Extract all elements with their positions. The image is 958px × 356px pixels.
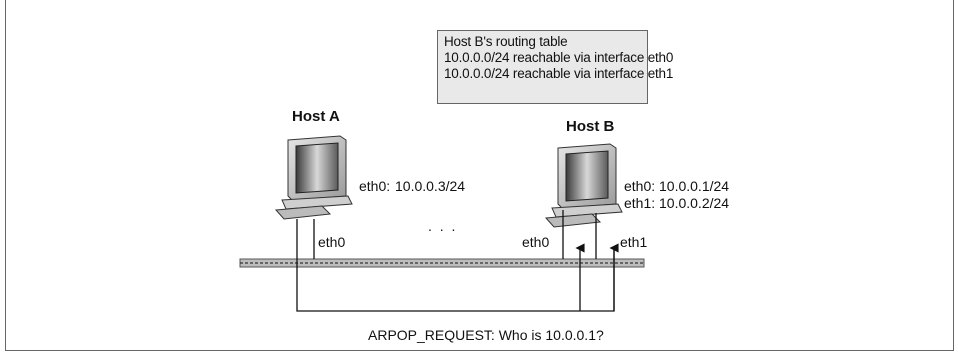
host-b-computer-icon <box>544 143 623 228</box>
host-b-eth0-link-label: eth0 <box>522 234 549 250</box>
host-a-eth0-link-label: eth0 <box>318 234 345 250</box>
arp-request-message: ARPOP_REQUEST: Who is 10.0.0.1? <box>368 327 604 343</box>
routing-table-box: Host B's routing table 10.0.0.0/24 reach… <box>437 30 674 104</box>
ellipsis: . . . <box>428 218 457 234</box>
routing-table-entry: 10.0.0.0/24 reachable via interface eth0 <box>444 50 674 65</box>
host-b-eth1-link-label: eth1 <box>620 234 647 250</box>
host-b-eth0-label: eth0: <box>624 178 655 194</box>
ethernet-segment <box>239 258 645 268</box>
routing-table-title: Host B's routing table <box>444 34 568 49</box>
host-b-eth0-addr: 10.0.0.1/24 <box>659 178 729 194</box>
host-b-eth1-label: eth1: <box>624 195 655 211</box>
diagram-frame <box>5 0 954 351</box>
host-a-label: Host A <box>292 108 340 125</box>
host-a-iface-label: eth0: <box>359 178 390 194</box>
host-a-computer-icon <box>274 135 353 220</box>
routing-table-entry: 10.0.0.0/24 reachable via interface eth1 <box>444 66 674 81</box>
host-b-label: Host B <box>566 118 615 135</box>
host-a-iface-addr: 10.0.0.3/24 <box>395 178 465 194</box>
host-b-eth1-addr: 10.0.0.2/24 <box>659 195 729 211</box>
